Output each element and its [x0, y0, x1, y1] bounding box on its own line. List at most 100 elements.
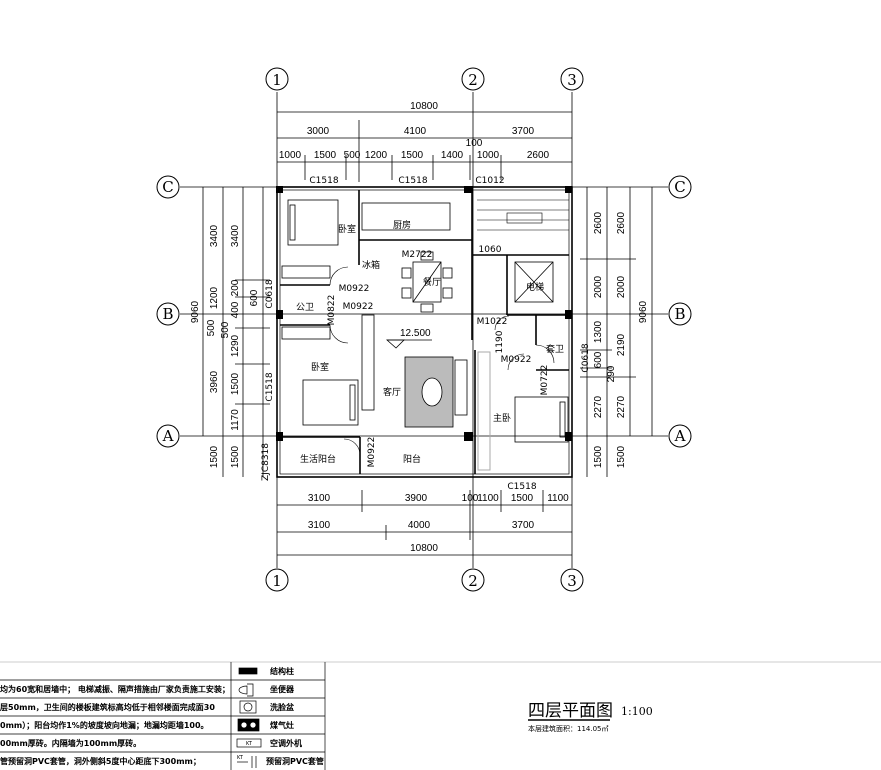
dim-right-detail: 600 [593, 351, 604, 368]
window-label: C1012 [475, 176, 504, 186]
right-dimensions [580, 187, 653, 477]
small-dim: 1190 [376, 291, 382, 304]
legend-note: 00mm厚砖。内隔墙为100mm厚砖。 [0, 738, 141, 748]
axis-bubble-a-right [668, 424, 692, 448]
room-label-bedroom: 卧室 [338, 223, 356, 235]
door-label: M0922 [339, 284, 370, 294]
window-label: ZJC8318 [261, 443, 271, 481]
walls [276, 186, 573, 478]
dim-top-total: 10800 [410, 101, 438, 112]
pvc-sleeve-code: KT [237, 755, 244, 761]
ac-unit-code: KT [246, 741, 253, 747]
dim-top-bay: 4100 [404, 126, 427, 137]
drawing-scale: 1:100 [621, 705, 653, 718]
room-label-living: 客厅 [383, 386, 401, 398]
dim-top-detail: 1000 [477, 150, 500, 161]
drawing-title: 四层平面图 [528, 701, 613, 721]
bottom-dimensions [277, 490, 572, 556]
dim-right-detail: 2000 [616, 275, 627, 298]
left-dimensions [202, 187, 270, 477]
kitchen-counter [361, 202, 451, 231]
axis-bubble-1-top [265, 67, 289, 91]
axis-label: 1 [272, 71, 282, 89]
dim-top-detail: 500 [344, 150, 361, 161]
ac-unit-icon [236, 738, 262, 748]
dim-bottom-detail: 100 [462, 493, 479, 504]
dim-top-detail: 1000 [279, 150, 302, 161]
window-label: C1518 [309, 176, 338, 186]
axis-label: B [674, 305, 685, 323]
dim-left-bay: 3400 [209, 224, 220, 247]
dim-bottom-detail: 3100 [308, 493, 331, 504]
dim-top-detail: 1500 [314, 150, 337, 161]
legend-label: 煤气灶 [270, 720, 294, 730]
outer-wall [276, 186, 573, 478]
dim-left-detail: 3400 [230, 224, 241, 247]
door-label: M0722 [540, 365, 550, 396]
room-label-master: 主卧 [493, 412, 511, 424]
dim-left-detail: 1500 [230, 372, 241, 395]
dim-bottom-detail: 3900 [405, 493, 428, 504]
dim-top-detail: 1200 [365, 150, 388, 161]
axis-label: B [162, 305, 173, 323]
dim-right-detail: 2600 [616, 211, 627, 234]
dim-left-mid: 500 [220, 321, 231, 338]
dim-bottom-detail: 1100 [477, 493, 499, 504]
dim-right-detail: 2190 [616, 333, 627, 356]
axis-bubble-3-top [560, 67, 584, 91]
window-label: C1518 [398, 176, 427, 186]
axis-label: C [674, 178, 685, 196]
legend-note: 层50mm，卫生间的楼板建筑标高均低于相邻楼面完成面30 [0, 702, 215, 712]
dim-bottom-total: 10800 [410, 543, 438, 554]
structural-columns [276, 186, 572, 441]
small-dim: 1190 [495, 330, 505, 353]
dim-left-mid: 1200 [209, 286, 220, 309]
room-label-elevator: 电梯 [526, 281, 544, 293]
dining-table [401, 251, 453, 313]
dim-left-detail: 600 [249, 289, 260, 306]
dim-right-bay: 1300 [593, 320, 604, 343]
legend-note: 0mm）；阳台均作1%的坡度坡向地漏；地漏均距墙100。 [0, 720, 209, 731]
room-label-public-bath: 公卫 [296, 302, 314, 313]
legend-table: KT KT [0, 661, 881, 770]
washbasin-icon [239, 700, 257, 714]
axis-bubble-1-bottom [265, 568, 289, 592]
small-dim: 4400 [376, 369, 382, 382]
dim-top-detail: 1500 [401, 150, 424, 161]
axis-bubble-a-left [156, 424, 180, 448]
top-dimensions [277, 111, 572, 182]
gas-stove-icon [237, 718, 260, 732]
axis-label: C [162, 178, 173, 196]
legend-note: 管预留洞PVC套管，洞外侧斜5度中心距底下300mm； [0, 756, 201, 767]
window-label: C0618 [265, 279, 275, 308]
axis-bubble-c-left [156, 175, 180, 199]
axis-bubble-c-right [668, 175, 692, 199]
pvc-sleeve-icon [237, 756, 257, 768]
dim-left-detail: 200 [230, 279, 241, 296]
small-dim: 2000 [450, 206, 456, 219]
stairwell [477, 199, 569, 231]
dim-top-detail: 2600 [527, 150, 550, 161]
floor-area: 本层建筑面积：114.05㎡ [528, 724, 609, 733]
room-label-fridge: 冰箱 [362, 259, 380, 271]
dim-top-bay: 3700 [512, 126, 535, 137]
axis-label: A [674, 427, 686, 445]
bed-mid [302, 379, 359, 426]
dim-right-bay: 2000 [593, 275, 604, 298]
room-label-bedroom: 卧室 [311, 361, 329, 373]
room-label-service-balcony: 生活阳台 [300, 453, 336, 465]
wardrobes [281, 265, 331, 340]
dim-left-detail: 1170 [230, 409, 241, 431]
master-wardrobe [477, 351, 491, 471]
dim-right-detail: 1500 [616, 445, 627, 468]
dim-left-detail: 1500 [230, 445, 241, 468]
dim-left-mid: 500 [206, 319, 217, 336]
room-label-dining: 餐厅 [423, 276, 441, 288]
door-swings [329, 266, 555, 456]
dim-bottom-bay: 3100 [308, 520, 331, 531]
bed-master [514, 396, 569, 443]
elevation-marker: 12.500 [385, 328, 432, 349]
legend-label: 洗脸盆 [270, 702, 295, 712]
axis-bubble-2-bottom [461, 568, 485, 592]
legend-note: 均为60宽和居墙中； 电梯减振、隔声措施由厂家负责施工安装； [0, 684, 230, 695]
